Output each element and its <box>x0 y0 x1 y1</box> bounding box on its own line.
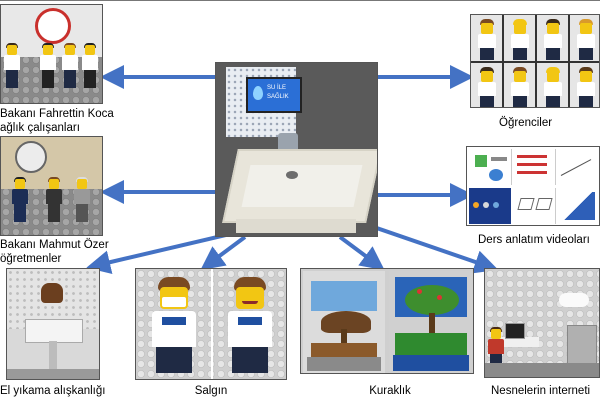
sink-front-face <box>236 219 356 233</box>
video-thumbnail <box>513 188 556 224</box>
screen-text-1: SU İLE <box>267 85 287 91</box>
student-photo <box>570 15 599 61</box>
video-thumbnail <box>557 149 599 185</box>
health-ministers-photo <box>0 4 103 104</box>
screen-display: SU İLE SAĞLIK <box>246 77 302 113</box>
lecture-videos-label: Ders anlatım videoları <box>478 234 590 246</box>
arrow-to-pandemic <box>200 235 247 271</box>
lego-figure <box>11 177 29 225</box>
health-ministers-label-1: Bakanı Fahrettin Koca <box>0 108 114 120</box>
video-thumbnail <box>513 149 556 185</box>
student-photo <box>537 63 568 107</box>
drought-label: Kuraklık <box>369 385 411 397</box>
education-ministers-photo <box>0 136 103 236</box>
education-ministers-label-1: Bakanı Mahmut Özer <box>0 239 109 251</box>
arrow-to-iot <box>367 223 499 274</box>
dry-scene <box>303 271 385 373</box>
floor <box>485 363 599 377</box>
pandemic-label: Salgın <box>194 385 228 397</box>
health-ministers-label-2: ağlık çalışanları <box>0 122 80 134</box>
lego-figure-head <box>41 283 63 303</box>
smiling-figure <box>224 277 276 377</box>
video-thumbnail <box>557 188 599 224</box>
center-sink-photo: SU İLE SAĞLIK <box>215 62 378 237</box>
students-label: Öğrenciler <box>499 117 553 129</box>
lego-figure <box>73 177 91 225</box>
masked-figure <box>148 277 200 377</box>
divider <box>211 269 213 379</box>
education-ministers-label-2: öğretmenler <box>0 253 62 265</box>
video-thumbnail <box>469 188 511 224</box>
student-photo <box>471 63 502 107</box>
video-thumbnail <box>469 149 512 185</box>
lecture-videos-grid <box>466 146 600 226</box>
arrow-to-drought <box>338 235 385 271</box>
student-photo <box>504 15 535 61</box>
lego-figure <box>39 43 57 91</box>
student-photo <box>471 15 502 61</box>
monitor <box>505 323 525 339</box>
small-sink <box>25 319 83 343</box>
sink-basin <box>222 149 377 223</box>
education-ministry-logo <box>15 141 47 173</box>
lego-figure <box>81 43 99 91</box>
sink-pedestal <box>49 341 57 371</box>
iot-photo <box>484 268 600 378</box>
drought-photo <box>300 268 474 374</box>
lego-figure <box>61 43 79 91</box>
pandemic-photo <box>135 268 287 380</box>
handwashing-label: El yıkama alışkanlığı <box>0 385 106 397</box>
student-photo <box>570 63 599 107</box>
sink-drain <box>286 171 298 179</box>
green-scene <box>389 271 473 373</box>
lego-figure <box>3 43 21 91</box>
screen-text-2: SAĞLIK <box>267 94 289 100</box>
water-drop-icon <box>253 86 263 100</box>
handwashing-photo <box>6 268 100 380</box>
smart-appliance <box>567 325 597 367</box>
lego-figure <box>45 177 63 225</box>
top-border-line <box>0 0 600 1</box>
students-grid <box>471 15 599 107</box>
iot-label: Nesnelerin interneti <box>491 385 591 397</box>
student-photo <box>537 15 568 61</box>
floor <box>7 369 99 379</box>
desk <box>497 337 539 347</box>
students-photo-grid <box>470 14 600 108</box>
health-ministry-logo <box>35 8 71 44</box>
student-photo <box>504 63 535 107</box>
cloud-icon <box>559 293 589 307</box>
